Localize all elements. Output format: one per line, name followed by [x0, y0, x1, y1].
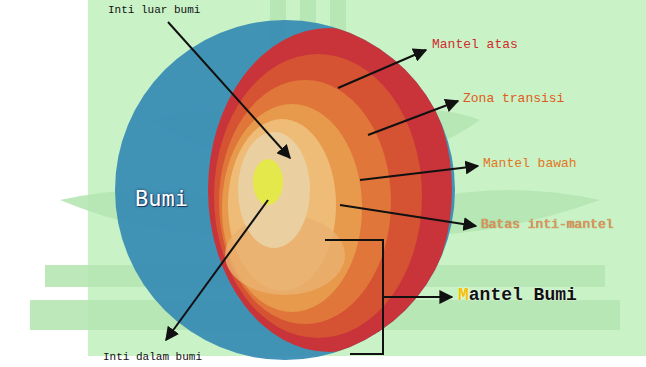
region-name: Bumi [135, 186, 188, 211]
part-name: Mantel atas [432, 38, 518, 52]
earth-sphere [115, 20, 455, 360]
part-name: Mantel bawah [483, 157, 577, 171]
leader-line [166, 22, 478, 354]
part-name: Inti luar bumi [108, 4, 200, 16]
part-name: Zona transisi [463, 92, 564, 106]
earth-cutaway [208, 28, 452, 352]
part-name: Batas inti-mantel [481, 218, 614, 232]
part-name: Inti dalam bumi [103, 351, 202, 363]
group-name: Mantel Bumi [458, 286, 577, 306]
earth-region: Bumi [115, 20, 455, 360]
